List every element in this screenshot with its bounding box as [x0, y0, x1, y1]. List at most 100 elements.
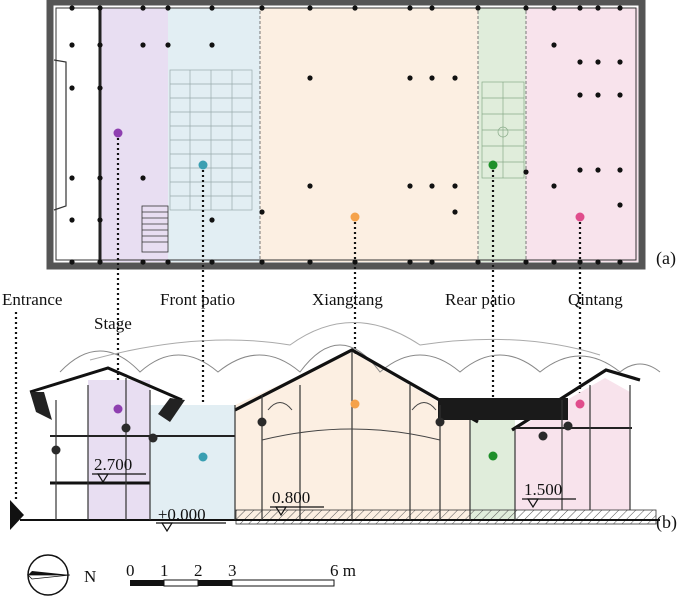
plan-marker-rear-patio	[488, 160, 498, 170]
section-marker-front-patio	[198, 452, 208, 462]
entrance-arrow-icon	[10, 500, 24, 530]
label-front-patio: Front patio	[160, 290, 235, 309]
roof-dark-band	[438, 398, 568, 420]
roof-stage	[29, 366, 183, 402]
plan-column-dot	[69, 175, 75, 181]
plan-column-dot	[97, 42, 103, 48]
plan-column-dot	[595, 92, 601, 98]
svg-text:2.700: 2.700	[94, 455, 132, 474]
section-zone-qintang	[515, 378, 630, 510]
plan-column-dot	[551, 42, 557, 48]
plan-zone-rear-patio	[478, 8, 526, 262]
plan-column-dot	[165, 42, 171, 48]
roof-xiangtang	[234, 348, 479, 424]
elevation-mark-3: 0.800	[270, 488, 324, 517]
plan-column-dot	[307, 5, 313, 11]
elevation-mark-4: 1.500	[522, 480, 576, 509]
plan-column-dot	[69, 85, 75, 91]
plan-column-dot	[97, 259, 103, 265]
plan-column-dot	[475, 259, 481, 265]
plan-column-dot	[259, 5, 265, 11]
label-rear-patio: Rear patio	[445, 290, 515, 309]
svg-text:1.500: 1.500	[524, 480, 562, 499]
plan-column-dot	[429, 183, 435, 189]
plan-columns	[69, 5, 623, 265]
plan-column-dot	[452, 183, 458, 189]
rear-patio-paving	[481, 81, 525, 179]
floor-plan: (a)	[46, 0, 676, 270]
plan-column-dot	[595, 167, 601, 173]
section-marker-qintang	[575, 399, 585, 409]
plan-column-dot	[69, 217, 75, 223]
plan-column-dot	[140, 42, 146, 48]
plan-column-dot	[595, 59, 601, 65]
plan-column-dot	[307, 183, 313, 189]
section-marker-xiangtang	[350, 399, 360, 409]
plan-column-dot	[407, 5, 413, 11]
plan-zone-xiangtang	[260, 8, 478, 262]
label-entrance: Entrance	[2, 290, 62, 309]
plan-marker-stage	[113, 128, 123, 138]
elevation-mark-1: 2.700	[92, 455, 146, 484]
scale-tick-0: 0	[126, 561, 135, 580]
plan-column-dot	[551, 5, 557, 11]
label-qintang: Qintang	[568, 290, 623, 309]
section-columns	[55, 352, 631, 520]
plan-column-dot	[551, 259, 557, 265]
plan-column-dot	[617, 259, 623, 265]
scale-bar: 0 1 2 3 6 m	[126, 561, 356, 587]
plan-column-dot	[209, 259, 215, 265]
plan-column-dot	[140, 175, 146, 181]
north-arrow: N	[27, 554, 96, 596]
plan-column-dot	[97, 217, 103, 223]
plan-column-dot	[69, 5, 75, 11]
plan-column-dot	[523, 259, 529, 265]
plan-column-dot	[617, 5, 623, 11]
front-patio-paving	[169, 69, 253, 211]
plan-column-dot	[429, 5, 435, 11]
plan-left-wall-notch	[53, 59, 67, 211]
plan-column-dot	[523, 5, 529, 11]
scale-tick-3: 3	[228, 561, 237, 580]
plan-column-dot	[475, 5, 481, 11]
plan-column-dot	[407, 75, 413, 81]
section-marker-rear-patio	[488, 451, 498, 461]
plan-column-dot	[259, 259, 265, 265]
scale-tick-6m: 6 m	[330, 561, 356, 580]
section-zone-front-patio	[150, 405, 235, 520]
plan-column-dot	[551, 183, 557, 189]
plan-column-dot	[165, 5, 171, 11]
plan-column-dot	[617, 202, 623, 208]
panel-tag-a: (a)	[656, 248, 676, 269]
north-label: N	[84, 567, 96, 586]
plan-marker-front-patio	[198, 160, 208, 170]
section-view: 2.700 ±0.000 0.800 1.500 (b)	[10, 322, 677, 533]
plan-column-dot	[209, 5, 215, 11]
section-marker-stage	[113, 404, 123, 414]
section-column-caps	[51, 417, 573, 455]
plan-column-dot	[617, 59, 623, 65]
label-stage: Stage	[94, 314, 132, 333]
plan-column-dot	[577, 59, 583, 65]
plan-marker-xiangtang	[350, 212, 360, 222]
plan-column-dot	[307, 259, 313, 265]
plan-marker-qintang	[575, 212, 585, 222]
panel-tag-b: (b)	[656, 512, 677, 533]
plan-zone-stage	[100, 8, 168, 262]
plan-column-dot	[307, 75, 313, 81]
plan-column-dot	[577, 167, 583, 173]
plan-outer-wall	[46, 0, 646, 270]
ground-hatch	[235, 509, 657, 525]
svg-text:±0.000: ±0.000	[158, 505, 206, 524]
plan-column-dot	[140, 5, 146, 11]
plan-zone-qintang	[526, 8, 638, 262]
plan-stairs	[141, 205, 169, 253]
section-zone-stage	[88, 380, 150, 520]
plan-column-dot	[97, 85, 103, 91]
plan-column-dot	[452, 75, 458, 81]
plan-column-dot	[407, 183, 413, 189]
plan-column-dot	[452, 209, 458, 215]
plan-column-dot	[97, 175, 103, 181]
plan-column-dot	[595, 5, 601, 11]
